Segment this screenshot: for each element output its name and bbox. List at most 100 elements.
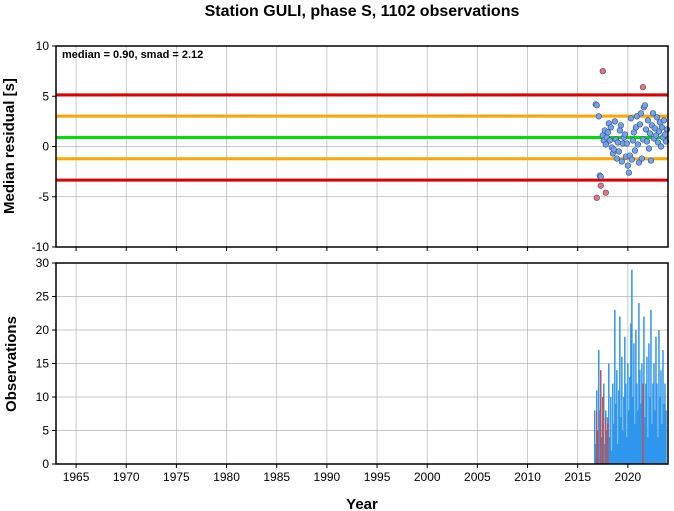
- observations-x-tick-label: 1990: [314, 470, 341, 484]
- observations-y-tick-label: 30: [36, 256, 50, 270]
- residual-point: [617, 122, 624, 129]
- observations-y-tick-label: 10: [36, 390, 50, 404]
- residual-point: [643, 138, 651, 145]
- residual-point: [614, 139, 621, 146]
- residual-point: [657, 143, 665, 150]
- observations-bar: [650, 309, 652, 464]
- residual-y-tick-label: 0: [42, 140, 49, 154]
- observations-y-tick-label: 25: [36, 290, 50, 304]
- observations-bar: [634, 423, 636, 464]
- observations-bar: [641, 363, 643, 464]
- observations-bar: [630, 323, 632, 464]
- residual-y-tick-label: -5: [38, 190, 49, 204]
- observations-bar: [647, 437, 649, 464]
- residual-point: [649, 110, 657, 117]
- observations-bar: [609, 437, 611, 464]
- observations-bar: [622, 430, 624, 464]
- observations-bar: [610, 397, 612, 464]
- observations-bar: [603, 383, 605, 464]
- observations-bar: [644, 417, 646, 464]
- residual-point: [593, 194, 600, 201]
- observations-x-tick-label: 1965: [63, 470, 90, 484]
- observations-bar: [645, 383, 647, 464]
- observations-bar: [621, 356, 623, 464]
- observations-bar: [607, 423, 609, 464]
- observations-bar: [640, 403, 642, 464]
- x-axis-label: Year: [346, 496, 378, 511]
- observations-bar: [595, 443, 597, 464]
- observations-bar: [608, 363, 610, 464]
- residual-point: [627, 115, 634, 122]
- observations-x-tick-label: 1975: [163, 470, 190, 484]
- observations-bar: [604, 443, 606, 464]
- observations-bars: [594, 269, 667, 464]
- residual-point: [642, 126, 650, 133]
- observations-bar: [625, 383, 627, 464]
- observations-bar: [652, 383, 654, 464]
- residual-point: [645, 145, 653, 152]
- residual-point: [638, 155, 646, 162]
- observations-bar: [617, 443, 619, 464]
- observations-bar: [633, 343, 635, 464]
- observations-bar: [639, 370, 641, 464]
- observations-bar: [664, 383, 666, 464]
- observations-bar: [615, 403, 617, 464]
- observations-x-tick-label: 1985: [263, 470, 290, 484]
- observations-x-tick-label: 2000: [414, 470, 441, 484]
- observations-bar: [656, 383, 658, 464]
- residual-point: [597, 182, 604, 189]
- observations-bar: [637, 410, 639, 464]
- observations-bar: [654, 410, 656, 464]
- observations-bar: [627, 363, 629, 464]
- residual-points: [592, 68, 671, 201]
- observations-bar: [613, 423, 615, 464]
- residual-point: [637, 110, 645, 117]
- observations-x-tick-label: 2015: [564, 470, 591, 484]
- observations-bar: [619, 316, 621, 464]
- observations-bar: [635, 330, 637, 464]
- observations-bar: [657, 437, 659, 464]
- residual-point: [607, 124, 614, 131]
- residual-point: [634, 141, 642, 148]
- observations-x-tick-label: 1980: [213, 470, 240, 484]
- observations-bar: [638, 303, 640, 464]
- observations-bar: [594, 410, 596, 464]
- observations-bar: [643, 316, 645, 464]
- residual-y-axis-label: Median residual [s]: [1, 78, 18, 214]
- residual-point: [644, 117, 652, 124]
- observations-bar: [629, 376, 631, 464]
- observations-bar: [612, 383, 614, 464]
- observations-bar: [628, 410, 630, 464]
- residual-point: [597, 173, 604, 180]
- observations-bar: [626, 437, 628, 464]
- observations-y-tick-label: 20: [36, 323, 50, 337]
- observations-bar: [611, 450, 613, 464]
- observations-bar: [596, 410, 598, 464]
- residual-point: [618, 158, 625, 165]
- residual-point: [615, 148, 622, 155]
- residual-point: [625, 169, 632, 176]
- observations-bar: [636, 383, 638, 464]
- residual-y-tick-label: 5: [42, 89, 49, 103]
- observations-bar: [624, 336, 626, 464]
- observations-bar: [602, 397, 604, 464]
- chart-title: Station GULI, phase S, 1102 observations: [205, 3, 520, 20]
- observations-bar: [653, 363, 655, 464]
- observations-bar: [598, 350, 600, 464]
- residual-point: [616, 127, 623, 134]
- residual-point: [602, 189, 609, 196]
- observations-bar: [623, 397, 625, 464]
- residual-point: [604, 129, 611, 136]
- observations-bar: [632, 397, 634, 464]
- residual-point: [624, 162, 631, 169]
- residual-point: [613, 155, 620, 162]
- residual-point: [602, 141, 609, 148]
- observations-bar: [665, 410, 667, 464]
- observations-bar: [646, 356, 648, 464]
- observations-x-tick-label: 1970: [113, 470, 140, 484]
